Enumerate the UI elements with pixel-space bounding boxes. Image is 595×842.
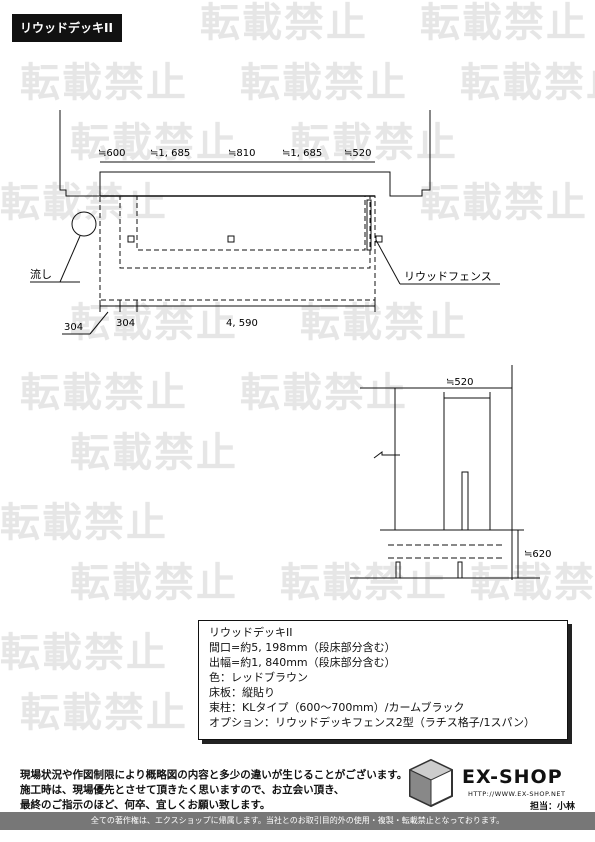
dim-label-top: ≒520 <box>344 148 371 159</box>
dim-label-bottom: 304 <box>64 322 83 333</box>
fence-marker <box>366 199 372 251</box>
deck-inner-outline <box>136 195 366 251</box>
footer-bar: 全ての著作権は、エクスショップに帰属します。当社とのお取引目的外の使用・複製・転… <box>0 812 595 830</box>
fence-label: リウッドフェンス <box>404 270 492 283</box>
brand-logo: EX-SHOP <box>462 766 563 788</box>
dim-label-top: ≒810 <box>228 148 255 159</box>
deck-leg <box>395 561 401 579</box>
note-line: 施工時は、現場優先とさせて頂きたく思いますので、お立会い頂き、 <box>20 784 345 796</box>
dim-label-top: ≒1, 685 <box>150 148 190 159</box>
spec-line: リウッドデッキII <box>209 626 293 639</box>
dim-label-bottom: 304 <box>116 318 135 329</box>
spec-box: リウッドデッキII 間口=約5, 198mm（段床部分含む） 出幅=約1, 84… <box>198 620 568 740</box>
note-line: 最終のご指示のほど、何卒、宜しくお願い致します。 <box>20 799 271 811</box>
spec-line: 束柱：KLタイプ（600～700mm）/カームブラック <box>209 701 465 714</box>
dim-label-elev-side: ≒620 <box>524 549 551 560</box>
deck-leg <box>457 561 463 579</box>
sink-circle <box>71 211 97 237</box>
sink-label: 流し <box>30 267 52 281</box>
notes: 現場状況や作図制限により概略図の内容と多少の違いが生じることがございます。 施工… <box>20 768 408 813</box>
deck-post <box>127 235 135 243</box>
brand-url: HTTP://WWW.EX-SHOP.NET <box>468 790 566 798</box>
deck-post <box>375 235 383 243</box>
house-wall <box>59 110 431 197</box>
deck-outline <box>99 195 376 301</box>
sink-leader <box>59 235 81 283</box>
spec-line: 間口=約5, 198mm（段床部分含む） <box>209 641 396 654</box>
spec-line: 色：レッドブラウン <box>209 671 308 684</box>
spec-line: 床板：縦貼り <box>209 686 275 699</box>
direction-arrow <box>373 451 400 459</box>
spec-line: 出幅=約1, 840mm（段床部分含む） <box>209 656 396 669</box>
staff-name: 担当：小林 <box>530 802 576 812</box>
dim-leader <box>89 311 109 335</box>
spec-line: オプション：リウッドデッキフェンス2型（ラチス格子/1スパン） <box>209 716 536 729</box>
dim-label-elev-top: ≒520 <box>446 377 473 388</box>
dim-label-bottom: 4, 590 <box>226 318 258 329</box>
dim-label-top: ≒600 <box>98 148 125 159</box>
page-title: リウッドデッキII <box>12 14 122 42</box>
logo-cube-icon <box>408 758 454 808</box>
fence-leader <box>375 239 401 285</box>
dim-label-top: ≒1, 685 <box>282 148 322 159</box>
deck-step-outline <box>119 195 371 269</box>
fence-panel <box>461 471 469 531</box>
note-line: 現場状況や作図制限により概略図の内容と多少の違いが生じることがございます。 <box>20 769 408 781</box>
deck-post <box>227 235 235 243</box>
